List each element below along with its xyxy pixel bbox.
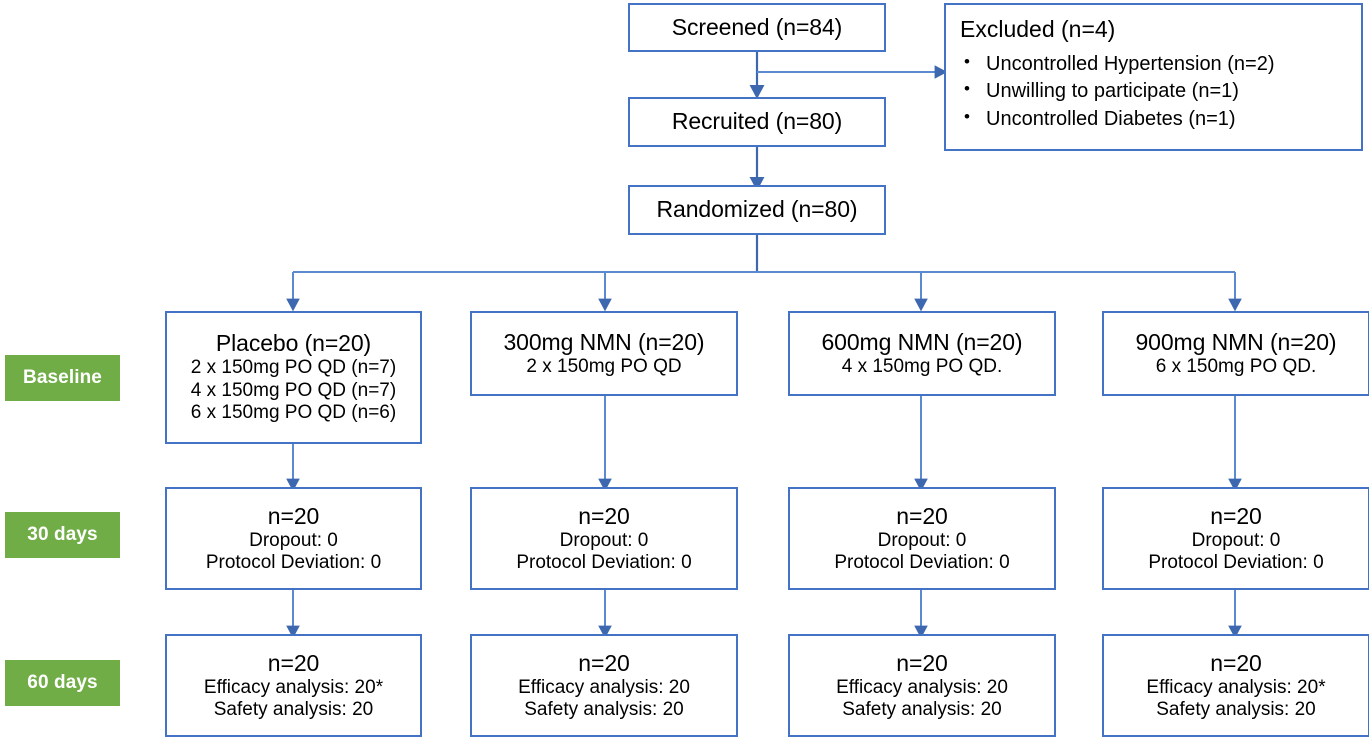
node-line: 2 x 150mg PO QD (n=7) xyxy=(190,357,397,379)
node-arm-2-baseline: 300mg NMN (n=20) 2 x 150mg PO QD xyxy=(470,311,738,396)
node-arm-2-day30: n=20 Dropout: 0 Protocol Deviation: 0 xyxy=(470,487,738,590)
node-title: n=20 xyxy=(896,502,948,529)
stage-label-30-days-text: 30 days xyxy=(27,524,98,545)
node-arm-4-day30: n=20 Dropout: 0 Protocol Deviation: 0 xyxy=(1102,487,1369,590)
node-arm-1-day60: n=20 Efficacy analysis: 20* Safety analy… xyxy=(165,634,422,737)
node-title: n=20 xyxy=(1210,502,1262,529)
node-title: n=20 xyxy=(896,649,948,676)
excluded-reason-item: Uncontrolled Hypertension (n=2) xyxy=(964,52,1274,75)
node-line: Dropout: 0 xyxy=(877,529,967,551)
node-line: Protocol Deviation: 0 xyxy=(205,552,382,574)
node-arm-3-day30: n=20 Dropout: 0 Protocol Deviation: 0 xyxy=(788,487,1056,590)
node-arm-2-day60: n=20 Efficacy analysis: 20 Safety analys… xyxy=(470,634,738,737)
node-line: Efficacy analysis: 20* xyxy=(1146,676,1326,698)
node-line: Dropout: 0 xyxy=(559,529,649,551)
node-screened-title: Screened (n=84) xyxy=(671,13,843,40)
node-line: 4 x 150mg PO QD. xyxy=(841,355,1003,377)
node-line: Safety analysis: 20 xyxy=(842,699,1002,721)
node-arm-3-baseline: 600mg NMN (n=20) 4 x 150mg PO QD. xyxy=(788,311,1056,396)
node-line: Dropout: 0 xyxy=(1191,529,1281,551)
node-title: 900mg NMN (n=20) xyxy=(1135,328,1337,355)
stage-label-baseline: Baseline xyxy=(5,355,120,401)
node-line: 6 x 150mg PO QD. xyxy=(1155,355,1317,377)
node-line: 6 x 150mg PO QD (n=6) xyxy=(190,402,397,424)
excluded-reason-item: Unwilling to participate (n=1) xyxy=(964,79,1275,102)
node-title: n=20 xyxy=(267,502,320,529)
node-line: 2 x 150mg PO QD xyxy=(526,355,682,377)
node-title: 300mg NMN (n=20) xyxy=(503,328,705,355)
node-line: Safety analysis: 20 xyxy=(213,699,374,721)
stage-label-60-days: 60 days xyxy=(5,660,120,706)
node-arm-1-day30: n=20 Dropout: 0 Protocol Deviation: 0 xyxy=(165,487,422,590)
node-title: n=20 xyxy=(267,649,320,676)
node-line: Efficacy analysis: 20 xyxy=(518,676,690,698)
node-randomized: Randomized (n=80) xyxy=(628,185,886,235)
stage-label-60-days-text: 60 days xyxy=(27,672,98,693)
node-line: Protocol Deviation: 0 xyxy=(834,552,1010,574)
stage-label-baseline-text: Baseline xyxy=(23,367,102,388)
node-arm-4-baseline: 900mg NMN (n=20) 6 x 150mg PO QD. xyxy=(1102,311,1369,396)
node-arm-4-day60: n=20 Efficacy analysis: 20* Safety analy… xyxy=(1102,634,1369,737)
excluded-reason-item: Uncontrolled Diabetes (n=1) xyxy=(964,107,1275,130)
node-arm-3-day60: n=20 Efficacy analysis: 20 Safety analys… xyxy=(788,634,1056,737)
node-title: Placebo (n=20) xyxy=(215,330,372,357)
node-arm-1-baseline: Placebo (n=20) 2 x 150mg PO QD (n=7) 4 x… xyxy=(165,311,422,444)
node-line: Efficacy analysis: 20 xyxy=(836,676,1008,698)
node-line: Efficacy analysis: 20* xyxy=(203,676,384,698)
node-recruited: Recruited (n=80) xyxy=(628,97,886,147)
node-title: 600mg NMN (n=20) xyxy=(821,328,1023,355)
node-line: Protocol Deviation: 0 xyxy=(516,552,692,574)
node-screened: Screened (n=84) xyxy=(628,3,886,52)
node-excluded: Excluded (n=4) Uncontrolled Hypertension… xyxy=(944,3,1363,151)
node-line: 4 x 150mg PO QD (n=7) xyxy=(190,379,397,401)
node-excluded-title: Excluded (n=4) xyxy=(960,16,1116,43)
node-line: Safety analysis: 20 xyxy=(524,699,684,721)
node-line: Dropout: 0 xyxy=(249,529,338,551)
node-recruited-title: Recruited (n=80) xyxy=(671,108,843,135)
node-randomized-title: Randomized (n=80) xyxy=(656,196,858,223)
stage-label-30-days: 30 days xyxy=(5,512,120,558)
node-line: Safety analysis: 20 xyxy=(1156,699,1316,721)
node-title: n=20 xyxy=(578,502,630,529)
node-title: n=20 xyxy=(1210,649,1262,676)
excluded-reason-list: Uncontrolled Hypertension (n=2) Unwillin… xyxy=(960,48,1275,135)
node-title: n=20 xyxy=(578,649,630,676)
node-line: Protocol Deviation: 0 xyxy=(1148,552,1324,574)
